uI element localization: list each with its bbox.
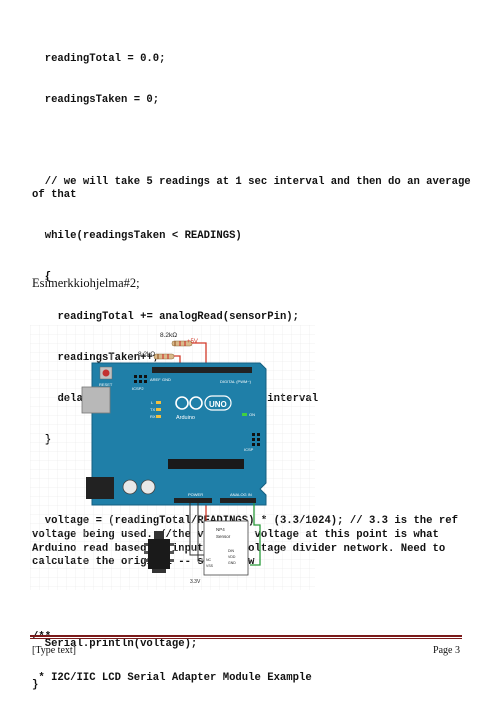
arduino-board <box>91 362 267 506</box>
sensor-label: Sensor <box>216 534 231 539</box>
wire-signal <box>250 503 261 566</box>
digital-header <box>152 367 252 373</box>
footer-left-text: [Type text] <box>32 645 77 656</box>
code-line: /** <box>32 631 472 645</box>
voltage-label: 3.3V <box>190 579 201 585</box>
sensor-label: NP4 <box>216 527 225 532</box>
pressure-sensor-ic <box>144 531 174 573</box>
code-block-2: /** * I2C/IIC LCD Serial Adapter Module … <box>32 604 472 699</box>
code-line: } <box>32 678 39 691</box>
analog-label: ANALOG IN <box>230 492 252 497</box>
code-line <box>32 135 472 149</box>
circuit-diagram: 8.2kΩ 8.2kΩ +5V RESET ICSP2 AREF GND <box>30 325 315 590</box>
icsp2-label: ICSP2 <box>132 386 144 391</box>
arduino-logo <box>175 395 232 411</box>
page-number: Page 3 <box>433 645 460 656</box>
arduino-label: Arduino <box>176 415 195 421</box>
power-jack <box>86 477 114 499</box>
rx-label: RX <box>150 414 156 419</box>
sensor-pin-label: DIN <box>228 549 235 553</box>
sensor-pin-label: NC <box>206 558 212 562</box>
tx-label: TX <box>150 407 155 412</box>
uno-label: UNO <box>209 400 227 409</box>
code-line: Serial.println(voltage); <box>32 637 198 650</box>
power-label: POWER <box>188 492 203 497</box>
supply-label: +5V <box>187 339 198 345</box>
on-label: ON <box>249 412 255 417</box>
power-header <box>174 498 212 503</box>
code-line: * I2C/IIC LCD Serial Adapter Module Exam… <box>32 671 312 684</box>
wire-gnd <box>189 503 208 556</box>
sensor-pin-label: VSS <box>206 564 214 568</box>
sensor-pin-label: GND <box>228 561 236 565</box>
gnd-label: GND <box>162 377 171 382</box>
resistor-left-label: 8.2kΩ <box>138 351 155 358</box>
analog-header <box>220 498 256 503</box>
sensor-module <box>203 520 249 576</box>
reset-label: RESET <box>99 382 113 387</box>
aref-label: AREF <box>150 377 161 382</box>
icsp-label: ICSP <box>244 447 254 452</box>
resistor-top <box>171 340 193 347</box>
code-line: readingsTaken = 0; <box>32 93 160 106</box>
resistor-top-label: 8.2kΩ <box>160 332 177 339</box>
code-line: readingTotal += analogRead(sensorPin); <box>32 311 300 324</box>
digital-label: DIGITAL (PWM~) <box>220 379 252 384</box>
icsp-header <box>252 433 260 446</box>
example-caption: Esimerkkiohjelma#2; <box>32 276 140 290</box>
code-line: readingTotal = 0.0; <box>32 53 166 66</box>
code-line: while(readingsTaken < READINGS) <box>32 229 242 242</box>
footer-divider <box>30 635 462 637</box>
circuit-figure: 8.2kΩ 8.2kΩ +5V RESET ICSP2 AREF GND <box>30 325 315 590</box>
code-line: { <box>32 270 52 283</box>
capacitor <box>122 479 138 495</box>
atmega-chip <box>168 459 244 469</box>
resistor-left <box>153 353 175 360</box>
l-label: L <box>151 400 154 405</box>
footer-divider <box>30 638 462 639</box>
usb-connector <box>81 386 111 414</box>
capacitor <box>140 479 156 495</box>
code-line: // we will take 5 readings at 1 sec inte… <box>32 175 478 202</box>
sensor-pin-label: VDD <box>228 555 236 559</box>
icsp2-header <box>134 375 147 383</box>
